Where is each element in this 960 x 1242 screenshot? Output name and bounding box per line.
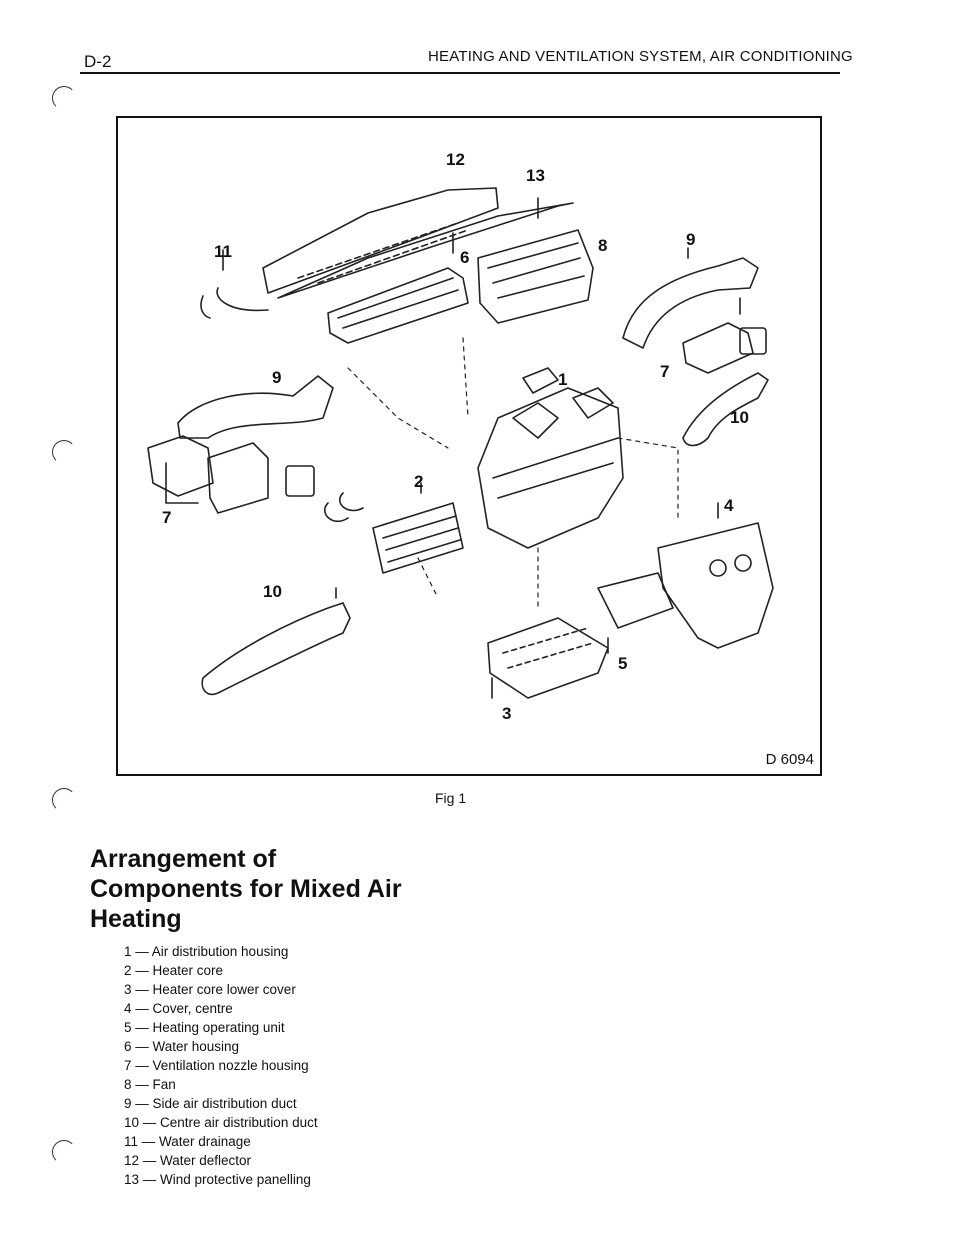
figure-caption: Fig 1 (435, 790, 467, 806)
water-housing-part (327, 267, 469, 344)
callout-label: 9 (272, 368, 282, 387)
callout-label: 3 (502, 704, 512, 723)
fan-part (477, 229, 594, 324)
figure-code: D 6094 (765, 751, 814, 768)
callout-label: 10 (730, 408, 749, 427)
water-drainage-part (200, 287, 269, 319)
callout-label: 11 (214, 242, 232, 261)
callout-label: 5 (618, 654, 628, 673)
callout-label: 2 (414, 472, 424, 491)
callout-label: 13 (526, 166, 545, 185)
centre-duct-right (682, 372, 769, 447)
legend-item: 10 — Centre air distribution duct (124, 1115, 318, 1130)
page-number: D-2 (84, 52, 112, 71)
water-deflector-part (262, 187, 499, 294)
corner-mark-icon (52, 1140, 76, 1164)
corner-mark-icon (52, 788, 76, 812)
section-title: Arrangement of Components for Mixed Air … (90, 845, 402, 933)
nozzle-housing-left (147, 435, 214, 497)
side-air-duct-left (177, 375, 334, 439)
header-title: HEATING AND VENTILATION SYSTEM, AIR COND… (428, 48, 853, 65)
header-rule (80, 72, 840, 74)
callout-label: 10 (263, 582, 282, 601)
heater-core-part (372, 502, 464, 574)
callout-label: 9 (686, 230, 696, 249)
callout-label: 6 (460, 248, 470, 267)
legend-item: 5 — Heating operating unit (124, 1020, 285, 1035)
legend-item: 13 — Wind protective panelling (124, 1172, 311, 1187)
figure-frame: 12 13 11 6 8 9 9 7 1 7 10 2 4 10 5 3 D 6… (116, 116, 822, 776)
nozzle-housing-right (682, 322, 754, 374)
air-distribution-housing (477, 387, 624, 549)
legend-item: 6 — Water housing (124, 1039, 240, 1054)
legend-list: 1 — Air distribution housing 2 — Heater … (124, 942, 318, 1189)
legend-item: 7 — Ventilation nozzle housing (124, 1058, 309, 1073)
legend-item: 2 — Heater core (124, 963, 224, 978)
callout-label: 8 (598, 236, 608, 255)
heater-core-lower-cover (487, 617, 609, 699)
callout-label: 12 (446, 150, 465, 169)
side-air-duct-right (622, 257, 759, 349)
wind-panel-part (277, 202, 574, 299)
callout-label: 7 (162, 508, 172, 527)
legend-item: 9 — Side air distribution duct (124, 1096, 297, 1111)
legend-item: 1 — Air distribution housing (124, 944, 289, 959)
corner-mark-icon (52, 86, 76, 110)
legend-item: 3 — Heater core lower cover (124, 982, 296, 997)
legend-item: 4 — Cover, centre (124, 1001, 233, 1016)
legend-item: 8 — Fan (124, 1077, 176, 1092)
centre-cover-part (657, 522, 774, 649)
callout-label: 7 (660, 362, 670, 381)
legend-item: 12 — Water deflector (124, 1153, 252, 1168)
corner-mark-icon (52, 440, 76, 464)
callout-label: 4 (724, 496, 734, 515)
exploded-view-illustration (147, 187, 774, 699)
legend-item: 11 — Water drainage (124, 1134, 251, 1149)
heating-operating-unit (597, 572, 674, 629)
callout-label: 1 (558, 370, 568, 389)
centre-duct-left (201, 602, 351, 696)
